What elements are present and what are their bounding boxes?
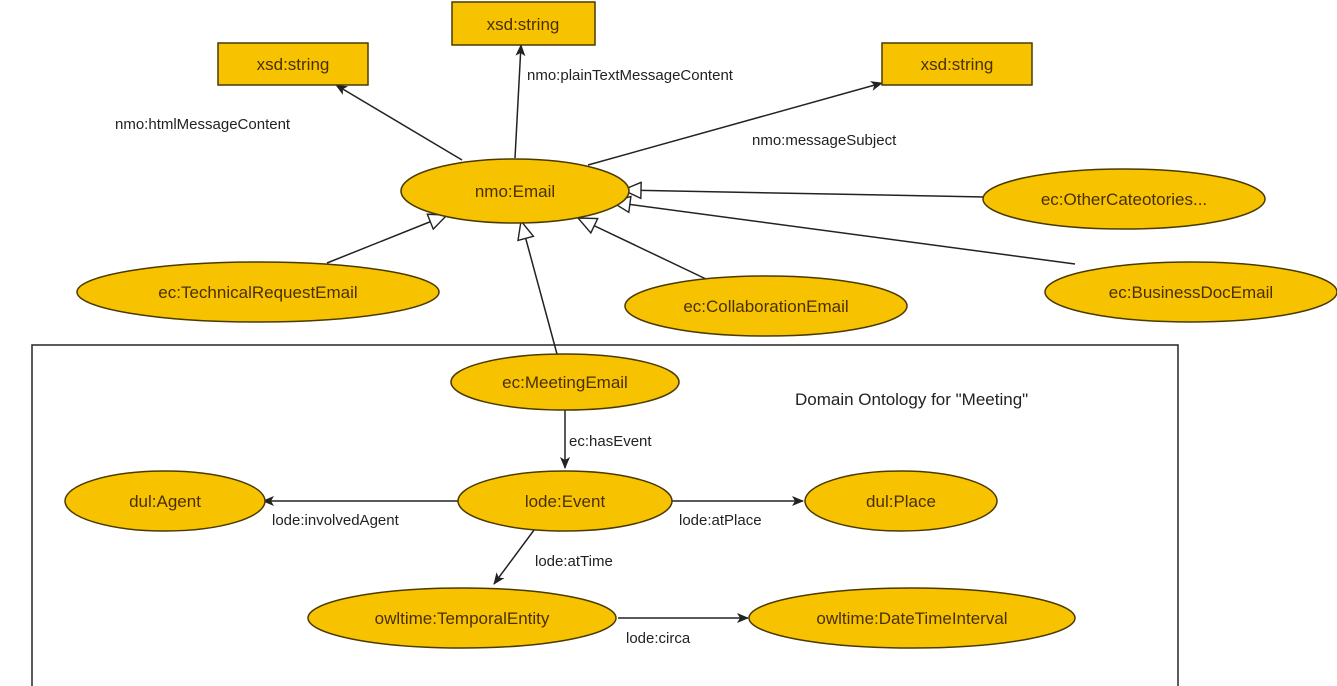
edge-other-subclass (623, 190, 986, 197)
edge-plain-text-message-content (514, 44, 526, 159)
node-label: nmo:Email (475, 182, 555, 201)
edge-collaboration-subclass (578, 218, 707, 280)
edge-label-has-event: ec:hasEvent (569, 433, 652, 450)
node-xsd-string-plain-text[interactable]: xsd:string (451, 1, 596, 46)
edge-at-time (493, 521, 541, 585)
node-label: ec:OtherCateotories... (1041, 190, 1207, 209)
node-owltime-date-time-interval[interactable]: owltime:DateTimeInterval (748, 587, 1076, 649)
node-ec-business-doc-email[interactable]: ec:BusinessDocEmail (1044, 261, 1337, 323)
edge-label-at-time: lode:atTime (535, 553, 613, 570)
edge-technical-request-subclass (326, 215, 447, 264)
node-ec-meeting-email[interactable]: ec:MeetingEmail (450, 353, 680, 411)
node-label: owltime:DateTimeInterval (816, 609, 1007, 628)
node-nmo-email[interactable]: nmo:Email (400, 158, 630, 224)
node-xsd-string-subject[interactable]: xsd:string (881, 42, 1033, 86)
node-dul-agent[interactable]: dul:Agent (64, 470, 266, 532)
node-xsd-string-html[interactable]: xsd:string (217, 42, 369, 86)
node-label: ec:TechnicalRequestEmail (158, 283, 357, 302)
domain-ontology-frame (31, 344, 1179, 686)
node-lode-event[interactable]: lode:Event (457, 470, 673, 532)
edges-layer (262, 44, 1076, 623)
node-label: dul:Place (866, 492, 936, 511)
edge-business-doc-subclass (612, 202, 1076, 265)
edge-label-at-place: lode:atPlace (679, 512, 762, 529)
node-owltime-temporal-entity[interactable]: owltime:TemporalEntity (307, 587, 617, 649)
edge-html-message-content (335, 84, 463, 161)
node-label: lode:Event (525, 492, 606, 511)
edge-label-circa: lode:circa (626, 630, 691, 647)
node-label: xsd:string (921, 55, 994, 74)
node-label: owltime:TemporalEntity (375, 609, 550, 628)
node-ec-other-categories[interactable]: ec:OtherCateotories... (982, 168, 1266, 230)
node-label: xsd:string (487, 15, 560, 34)
edge-label-html-message-content: nmo:htmlMessageContent (115, 116, 291, 133)
node-label: dul:Agent (129, 492, 201, 511)
node-dul-place[interactable]: dul:Place (804, 470, 998, 532)
edge-label-plain-text-message-content: nmo:plainTextMessageContent (527, 67, 734, 84)
edge-labels: nmo:htmlMessageContent nmo:plainTextMess… (115, 67, 897, 647)
node-label: ec:CollaborationEmail (683, 297, 848, 316)
edge-meeting-subclass (521, 221, 558, 355)
frame-title: Domain Ontology for "Meeting" (795, 390, 1028, 409)
edge-message-subject (587, 81, 883, 166)
node-ec-collaboration-email[interactable]: ec:CollaborationEmail (624, 275, 908, 337)
edge-label-message-subject: nmo:messageSubject (752, 132, 897, 149)
node-label: ec:MeetingEmail (502, 373, 628, 392)
edge-label-involved-agent: lode:involvedAgent (272, 512, 400, 529)
node-ec-technical-request-email[interactable]: ec:TechnicalRequestEmail (76, 261, 440, 323)
node-label: ec:BusinessDocEmail (1109, 283, 1273, 302)
node-label: xsd:string (257, 55, 330, 74)
